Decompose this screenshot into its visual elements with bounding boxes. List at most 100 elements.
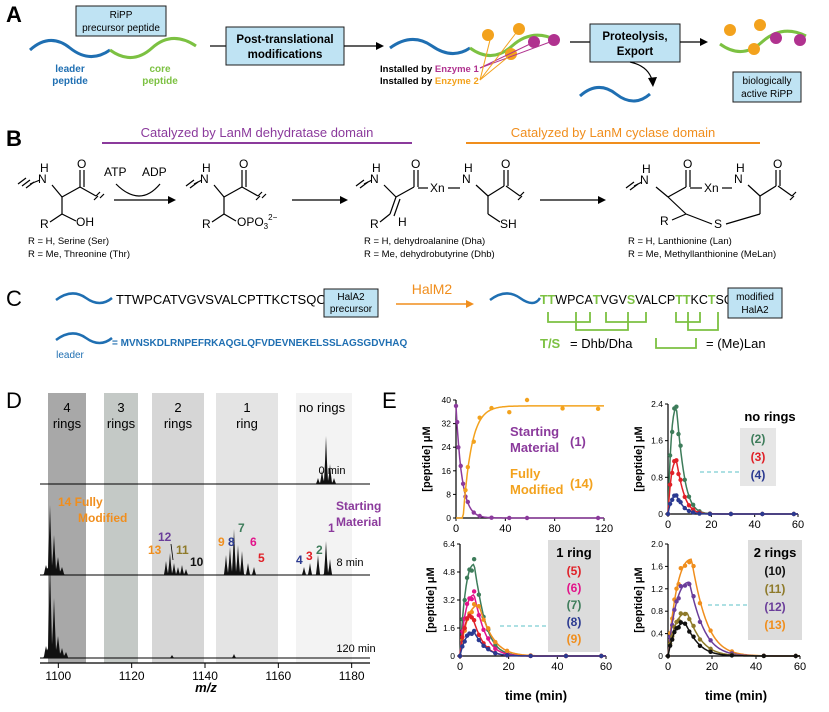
e4-series-10-pt-9 (691, 634, 696, 639)
e2-series-4-pt-2 (669, 497, 675, 502)
ring-label-2-word: rings (164, 416, 193, 431)
e1-key-sm-1: Starting (510, 424, 559, 439)
enzyme2-line-b (479, 32, 517, 81)
ptm-box-line2: modifications (248, 49, 323, 61)
lan-H2: H (736, 161, 745, 175)
e3-series-8-pt-5 (469, 631, 474, 637)
e4-series-12-pt-6 (678, 583, 683, 589)
e1-ytick-label-5: 40 (442, 395, 452, 405)
fully-modified-line2: Modified (78, 511, 127, 525)
e2-series-3-pt-4 (674, 458, 679, 463)
e3-key-item-6: (6) (567, 581, 582, 595)
e2-series-2-pt-6 (678, 443, 683, 448)
e1-series-sm-pt-11 (524, 515, 530, 521)
mod-seq-seg-1: WPCA (555, 293, 593, 307)
ring-label-4-num: 4 (63, 400, 70, 415)
phos-arrow-head (168, 196, 176, 204)
e3-series-6-pt-8 (481, 627, 486, 633)
peak-2: 2 (316, 543, 323, 557)
lan-line2: R = Me, Methyllanthionine (MeLan) (628, 249, 776, 260)
e2-series-2-pt-9 (690, 502, 696, 508)
e3-series-8-pt-11 (504, 653, 510, 658)
e4-series-11-pt-6 (678, 611, 683, 616)
e2-key-item-2: (2) (751, 432, 766, 446)
e3-series-6-pt-3 (464, 601, 470, 607)
active-orange-2 (748, 43, 760, 55)
arrow-a4-head (700, 38, 708, 46)
enzyme1-line-b (479, 41, 551, 69)
installed2-prefix: Installed by (380, 76, 435, 87)
peak-13: 13 (148, 543, 162, 557)
cys-SH: SH (500, 217, 517, 231)
peak-12: 12 (158, 530, 172, 544)
e1-series-fm-pt-6 (524, 397, 530, 403)
c-leader-sequence: = MVNSKDLRNPEFRKAQGLQFVDEVNEKELSSLAGSGDV… (112, 338, 408, 349)
c-enzyme-arrow-head (466, 300, 474, 308)
ser-O: O (77, 157, 86, 171)
e4-series-13-pt-6 (678, 565, 683, 571)
e3-series-7-pt-3 (464, 575, 470, 581)
e4-series-12-pt-9 (691, 594, 696, 599)
mod-seq-seg-2: T (593, 293, 601, 307)
ser-R: R (40, 217, 49, 231)
e3-key-item-8: (8) (567, 615, 582, 629)
dha-Xn: Xn (430, 181, 445, 195)
e4-series-13-pt-10 (697, 601, 703, 606)
active-magenta-2 (794, 34, 806, 46)
ser-H: H (40, 161, 49, 175)
e4-key-title: 2 rings (754, 545, 797, 560)
c-mod-leader-wave (489, 292, 542, 305)
arrow-a5-head (648, 77, 657, 87)
e3-series-8-pt-2 (462, 639, 467, 644)
e4-ytick-label-0: 0 (658, 651, 663, 661)
c-ts-key: T/S (540, 336, 561, 351)
e2-series-4-pt-8 (686, 508, 692, 514)
dha-R: R (370, 217, 379, 231)
phospho-structure (185, 170, 267, 223)
e4-series-12-pt-7 (682, 583, 688, 588)
e3-series-7-pt-5 (469, 568, 474, 573)
modified-leader-wave (389, 38, 471, 55)
e4-ytick-label-4: 1.6 (651, 561, 663, 571)
leader-label-1: leader (55, 64, 85, 75)
e1-xtick-label-2: 80 (549, 523, 561, 535)
ser-OH: OH (76, 215, 94, 229)
e2-series-2-pt-1 (667, 453, 673, 458)
e1-series-sm-pt-1 (454, 419, 460, 425)
e3-series-5-pt-1 (460, 634, 465, 640)
installed2-enzyme: Enzyme 2 (435, 76, 479, 87)
mod-seq-seg-7: KC (691, 293, 708, 307)
e4-ylabel: [peptide] μM (633, 567, 645, 632)
starting-material-line2: Material (336, 515, 381, 529)
e4-series-10-pt-7 (682, 621, 688, 626)
e2-series-4-pt-10 (697, 511, 702, 516)
dehydratase-title: Catalyzed by LanM dehydratase domain (141, 125, 374, 140)
peak-5: 5 (258, 551, 265, 565)
e3-key-item-7: (7) (567, 598, 582, 612)
e2-series-3-pt-6 (678, 477, 683, 483)
dha-O: O (411, 157, 420, 171)
c-modified-sequence: TTWPCATVGVSVALCPTTKCTSQC (540, 293, 743, 307)
active-box-line1: biologically (743, 76, 792, 87)
ser-line2: R = Me, Threonine (Thr) (28, 249, 130, 260)
e4-xtick-label-3: 60 (794, 661, 806, 673)
e1-series-sm-pt-8 (477, 513, 482, 519)
e1-series-sm-pt-12 (595, 515, 601, 521)
e2-ytick-label-3: 2.4 (651, 399, 663, 409)
lan-S: S (714, 217, 722, 231)
atp-curve (115, 183, 161, 197)
mod-seq-seg-5: VALCP (635, 293, 675, 307)
time-120min: 120 min (336, 643, 375, 655)
e2-xtick-label-0: 0 (665, 519, 671, 531)
e3-xlabel: time (min) (505, 688, 567, 703)
peak-11: 11 (176, 543, 189, 557)
e2-series-3-pt-7 (682, 494, 687, 500)
lan-line1: R = H, Lanthionine (Lan) (628, 236, 732, 247)
e2-series-4-pt-6 (678, 499, 683, 505)
mod-seq-seg-0: TT (540, 293, 556, 307)
enzyme2-line-c (479, 39, 491, 81)
e1-series-sm-pt-4 (460, 481, 466, 486)
e3-series-8-pt-6 (471, 628, 477, 634)
e3-series-7-pt-7 (476, 592, 482, 597)
